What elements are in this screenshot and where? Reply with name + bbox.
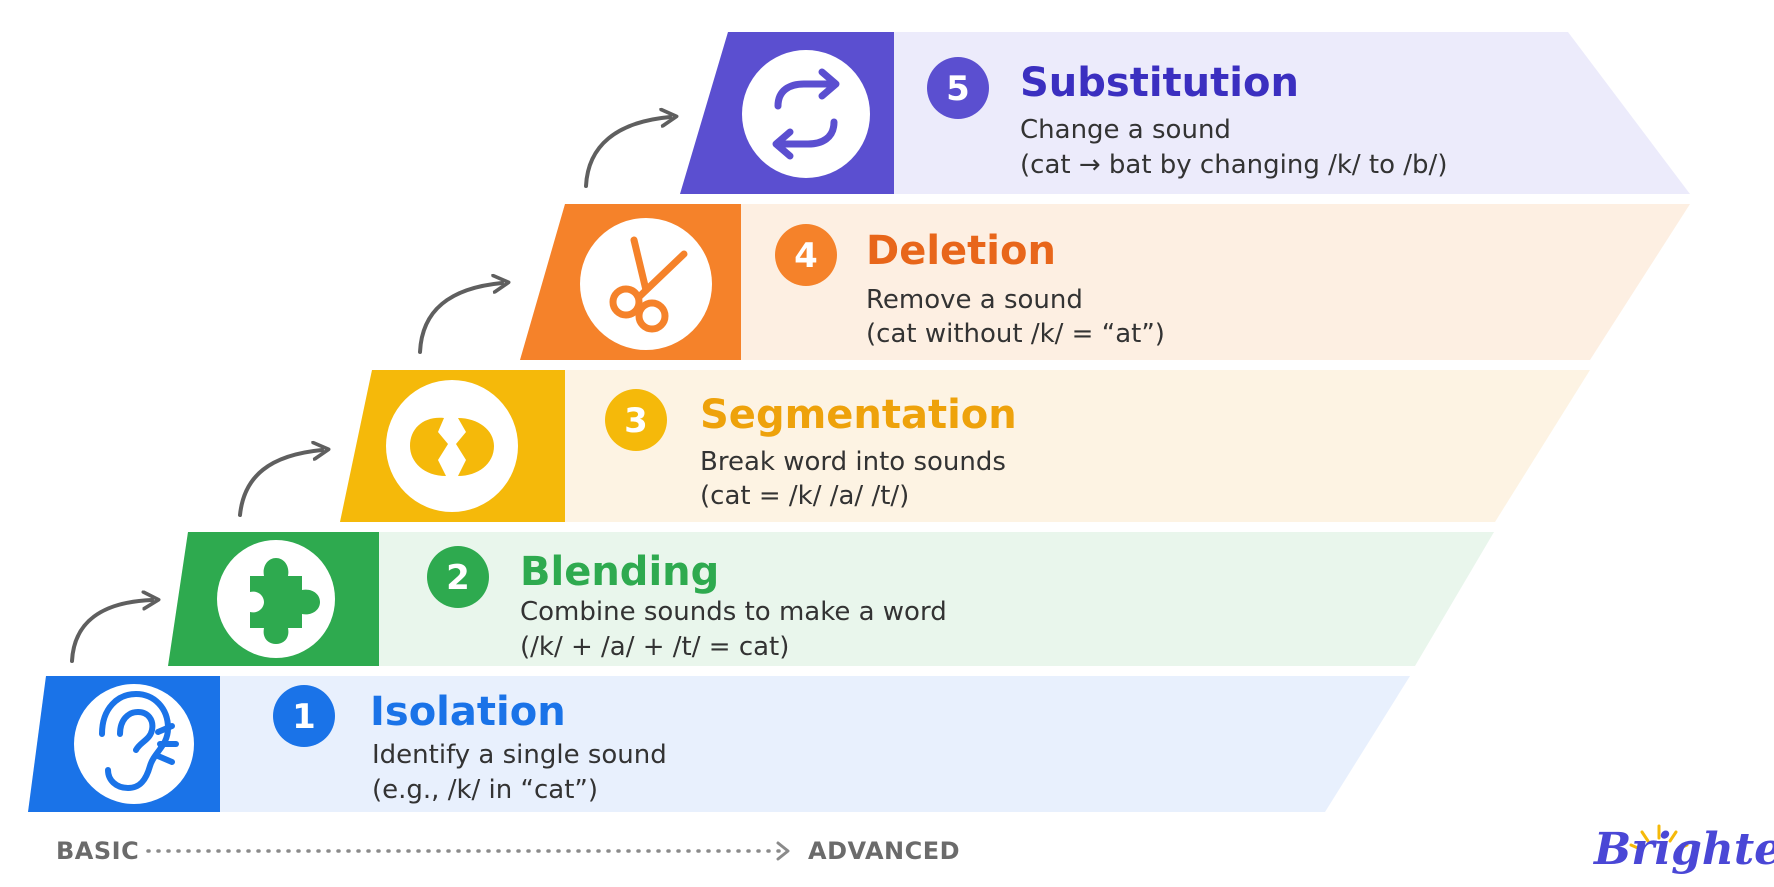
scissors-icon	[609, 236, 688, 333]
step-segmentation-icon-circle	[386, 380, 518, 512]
step-isolation-number: 1	[292, 697, 316, 737]
scale-end-label: ADVANCED	[808, 837, 960, 865]
step-substitution-desc-line2: (cat → bat by changing /k/ to /b/)	[1020, 150, 1447, 180]
step-substitution-desc-line1: Change a sound	[1020, 115, 1231, 145]
step-deletion-desc-line2: (cat without /k/ = “at”)	[866, 319, 1165, 349]
step-segmentation-number: 3	[624, 401, 648, 441]
step-isolation-desc-line2: (e.g., /k/ in “cat”)	[372, 775, 598, 805]
difficulty-scale: BASIC ADVANCED	[56, 837, 960, 865]
progression-arrows	[70, 117, 670, 663]
step-blending-number-badge	[427, 546, 489, 608]
step-isolation-desc-line1: Identify a single sound	[372, 740, 667, 770]
arrow-step-2-to-3	[238, 450, 322, 517]
step-deletion: 4 Deletion Remove a sound (cat without /…	[520, 204, 1690, 360]
swap-arrows-icon	[772, 68, 840, 160]
sun-rays-icon	[1629, 824, 1689, 851]
step-blending-number: 2	[446, 558, 470, 598]
ear-icon	[99, 691, 179, 791]
step-blending-band	[168, 532, 1494, 666]
step-segmentation-desc-line2: (cat = /k/ /a/ /t/)	[700, 481, 909, 511]
step-deletion-number: 4	[794, 236, 818, 276]
brand-name: Brighterly	[1592, 824, 1774, 875]
step-substitution-number: 5	[946, 69, 970, 109]
arrow-step-3-to-4	[418, 283, 502, 354]
step-isolation-number-badge	[273, 685, 335, 747]
step-deletion-desc-line1: Remove a sound	[866, 285, 1083, 315]
step-substitution-title: Substitution	[1020, 60, 1299, 106]
step-isolation-band	[28, 676, 1410, 812]
step-deletion-title: Deletion	[866, 228, 1056, 274]
step-deletion-number-badge	[775, 224, 837, 286]
step-segmentation-number-badge	[605, 389, 667, 451]
step-blending-title: Blending	[520, 549, 719, 595]
step-isolation-title: Isolation	[370, 689, 566, 735]
arrow-step-1-to-2	[70, 600, 152, 663]
step-substitution: 5 Substitution Change a sound (cat → bat…	[680, 32, 1690, 194]
step-blending-desc-line2: (/k/ + /a/ + /t/ = cat)	[520, 632, 789, 662]
arrow-step-4-to-5	[584, 117, 670, 188]
step-substitution-number-badge	[927, 57, 989, 119]
step-isolation: 1 Isolation Identify a single sound (e.g…	[28, 676, 1410, 812]
step-blending-desc-line1: Combine sounds to make a word	[520, 597, 947, 627]
step-blending: 2 Blending Combine sounds to make a word…	[168, 532, 1494, 666]
step-substitution-icon-circle	[742, 50, 870, 178]
scale-arrowhead	[776, 841, 790, 861]
step-segmentation-title: Segmentation	[700, 392, 1017, 438]
brighterly-logo: Brighterly	[1592, 824, 1774, 875]
scale-start-label: BASIC	[56, 837, 139, 865]
step-segmentation: 3 Segmentation Break word into sounds (c…	[340, 370, 1590, 522]
step-segmentation-desc-line1: Break word into sounds	[700, 447, 1006, 477]
puzzle-piece-icon	[250, 558, 320, 644]
broken-circle-icon	[410, 417, 494, 476]
